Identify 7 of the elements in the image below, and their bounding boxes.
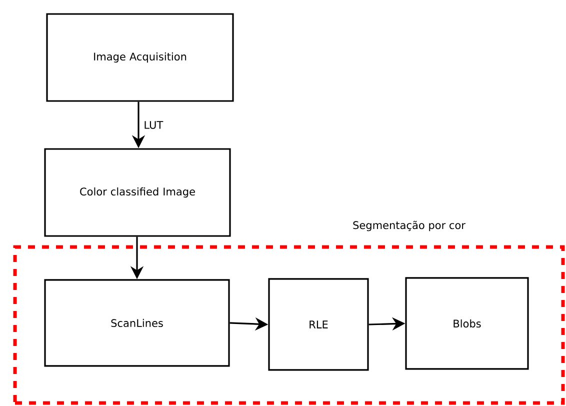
process-box: Blobs — [405, 277, 529, 370]
process-box: RLE — [268, 278, 369, 371]
edge-label: LUT — [142, 120, 164, 130]
process-box: ScanLines — [44, 279, 230, 367]
process-box: Color classified Image — [44, 148, 231, 237]
process-box: Image Acquisition — [46, 13, 234, 102]
region-title: Segmentação por cor — [353, 220, 466, 232]
